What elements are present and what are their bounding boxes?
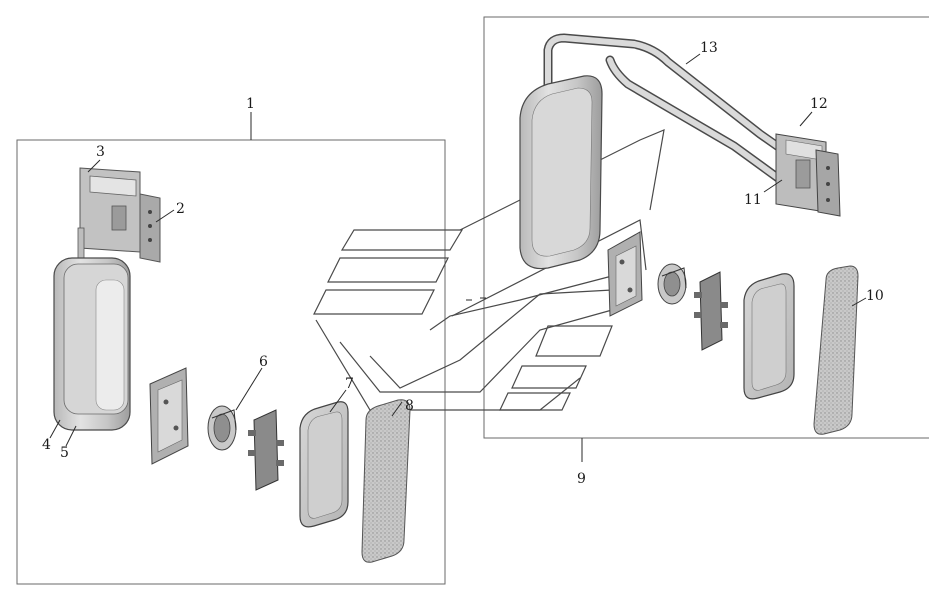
callout-4: 4	[42, 437, 51, 453]
heating-film-right	[813, 265, 859, 435]
leader-lines	[49, 53, 867, 462]
callout-6: 6	[259, 354, 268, 370]
callout-7: 7	[345, 376, 354, 392]
adjustment-motor-left	[207, 405, 237, 451]
callout-11: 11	[744, 192, 762, 208]
right-assembly-frame	[483, 16, 929, 439]
callout-3: 3	[96, 144, 105, 160]
callout-2: 2	[176, 201, 185, 217]
backing-plate-right	[607, 231, 643, 317]
callout-1: 1	[246, 96, 255, 112]
callout-8: 8	[405, 398, 414, 414]
mounting-bracket-left	[77, 167, 161, 265]
heating-film-left	[361, 399, 411, 563]
callout-9: 9	[577, 471, 586, 487]
mirror-glass-right	[743, 273, 795, 400]
mirror-housing-left	[53, 257, 131, 431]
backing-plate-left	[149, 367, 189, 465]
heater-connector-right	[694, 271, 728, 351]
assembly-guide-lines	[313, 129, 665, 411]
left-assembly-frame	[16, 139, 446, 585]
callout-13: 13	[700, 40, 718, 56]
mirror-glass-left	[299, 401, 349, 528]
support-arm-right	[543, 33, 785, 183]
callout-10: 10	[866, 288, 884, 304]
mounting-bracket-right	[775, 133, 841, 217]
adjustment-motor-right	[657, 263, 687, 305]
callout-12: 12	[810, 96, 828, 112]
callout-labels: 1 2 3 4 5 6 7 8 9 10 11 12 13	[42, 40, 884, 487]
mirror-housing-right	[519, 75, 603, 270]
heater-connector-left	[248, 409, 284, 491]
callout-5: 5	[60, 445, 69, 461]
